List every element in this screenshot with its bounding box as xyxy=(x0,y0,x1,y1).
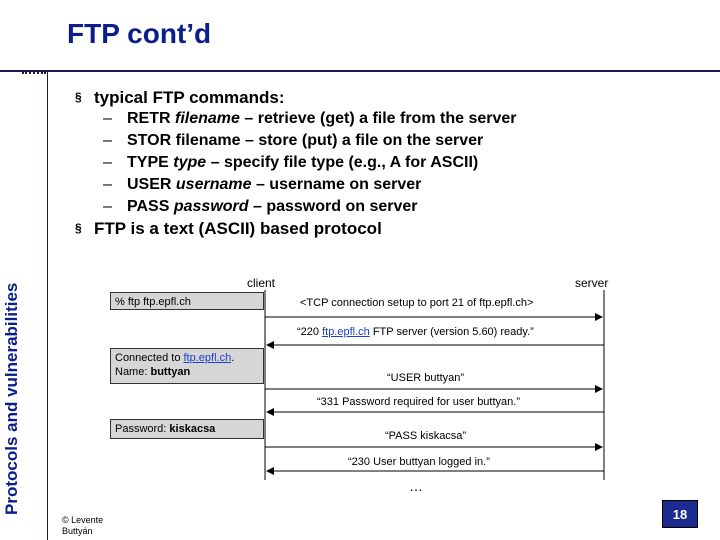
msg-220-prefix: “220 xyxy=(297,326,323,338)
bullet-text-protocol: § FTP is a text (ASCII) based protocol xyxy=(75,219,382,239)
client-label: client xyxy=(247,276,276,290)
command-arg: filename xyxy=(175,110,240,127)
command-item: –USER username – username on server xyxy=(103,176,421,194)
command-desc: – specify file type (e.g., A for ASCII) xyxy=(206,154,479,171)
command-name: PASS xyxy=(127,198,170,215)
command-name: TYPE xyxy=(127,154,169,171)
command-arg: username xyxy=(175,176,252,193)
dash: – xyxy=(103,176,112,193)
dash: – xyxy=(103,110,112,127)
server-label: server xyxy=(575,276,609,290)
bullet-text: typical FTP commands: xyxy=(94,88,285,107)
bullet-typical-commands: § typical FTP commands: xyxy=(75,88,285,108)
bullet-mark: § xyxy=(75,221,82,235)
password-prompt: Password: xyxy=(115,423,170,435)
msg-220-suffix: FTP server (version 5.60) ready.” xyxy=(369,326,534,338)
msg-user: “USER buttyan” xyxy=(387,372,465,384)
title-rule-dots xyxy=(22,72,46,74)
client-terminal-password: Password: kiskacsa xyxy=(110,419,264,439)
msg-pass: “PASS kiskacsa” xyxy=(385,430,467,442)
name-value: buttyan xyxy=(150,366,191,378)
connected-text: Connected to xyxy=(115,352,184,364)
host-link[interactable]: ftp.epfl.ch xyxy=(183,352,232,364)
name-prompt: Name: xyxy=(115,366,151,378)
dash: – xyxy=(103,154,112,171)
command-item: –TYPE type – specify file type (e.g., A … xyxy=(103,154,478,172)
client-terminal-ftp: % ftp ftp.epfl.ch xyxy=(110,292,264,310)
page-number: 18 xyxy=(662,500,698,528)
command-arg: password xyxy=(173,198,249,215)
host-link[interactable]: ftp.epfl.ch xyxy=(322,326,370,338)
copyright: © Levente Buttyán xyxy=(62,515,103,537)
command-name: USER xyxy=(127,176,172,193)
slide-title: FTP cont’d xyxy=(67,18,212,49)
command-name: RETR xyxy=(127,110,171,127)
command-desc: – retrieve (get) a file from the server xyxy=(239,110,517,127)
command-arg: type xyxy=(173,154,207,171)
command-desc: filename – store (put) a file on the ser… xyxy=(175,132,484,149)
password-value: kiskacsa xyxy=(169,423,216,435)
msg-220-ready: “220 ftp.epfl.ch FTP server (version 5.6… xyxy=(297,326,534,338)
command-name: STOR xyxy=(127,132,172,149)
msg-331: “331 Password required for user buttyan.… xyxy=(317,396,520,408)
msg-connection-setup: <TCP connection setup to port 21 of ftp.… xyxy=(300,297,534,309)
side-rule xyxy=(47,70,48,540)
command-desc: – username on server xyxy=(251,176,422,193)
copyright-line: © Levente xyxy=(62,515,104,525)
ellipsis: … xyxy=(409,478,423,494)
copyright-line: Buttyán xyxy=(62,526,93,536)
command-item: –STOR filename – store (put) a file on t… xyxy=(103,132,483,150)
dash: – xyxy=(103,132,112,149)
msg-230: “230 User buttyan logged in.” xyxy=(348,456,490,468)
command-item: –PASS password – password on server xyxy=(103,198,418,216)
title-rule xyxy=(0,70,720,72)
bullet-text: FTP is a text (ASCII) based protocol xyxy=(94,219,382,238)
client-terminal-connected: Connected to ftp.epfl.ch. Name: buttyan xyxy=(110,348,264,384)
command-item: –RETR filename – retrieve (get) a file f… xyxy=(103,110,517,128)
command-desc: – password on server xyxy=(248,198,418,215)
period: . xyxy=(231,352,235,364)
dash: – xyxy=(103,198,112,215)
bullet-mark: § xyxy=(75,90,82,104)
